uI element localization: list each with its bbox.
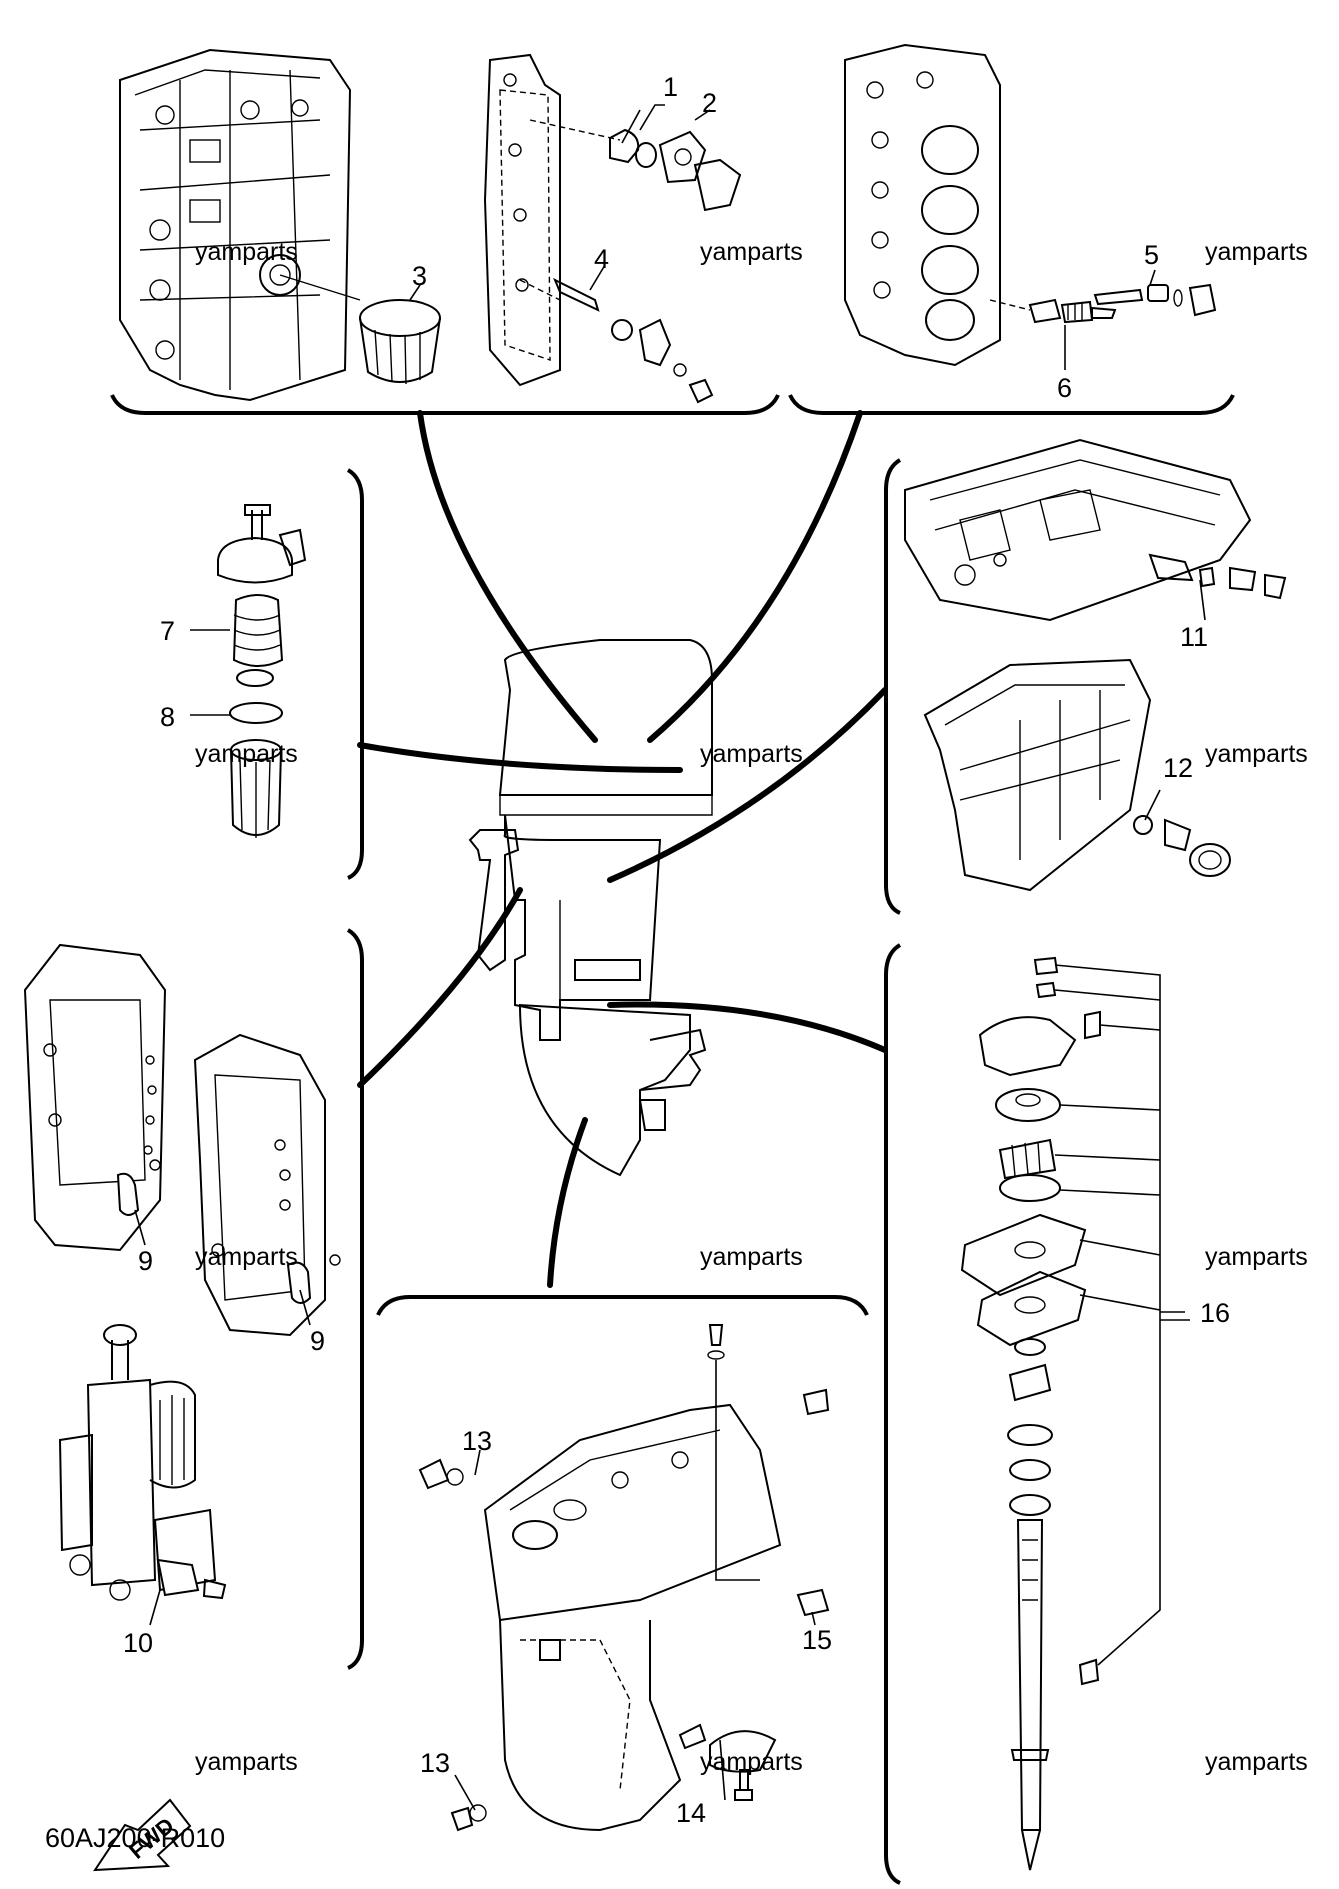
callout-5: 5 [1144, 240, 1159, 270]
callout-6: 6 [1057, 373, 1072, 403]
callout-9-b: 9 [310, 1326, 325, 1356]
fwd-arrow-icon [93, 1798, 192, 1872]
connector-line [547, 1117, 588, 1288]
power-tilt-unit-illustration [58, 1324, 227, 1601]
callout-3: 3 [412, 261, 427, 291]
cylinder-head-illustration [844, 43, 1031, 367]
callout-8: 8 [160, 702, 175, 732]
bracket-top-left [110, 394, 780, 415]
bracket-left-lower [346, 928, 364, 1670]
connector-line [417, 410, 598, 743]
lower-case-small-parts [418, 1324, 830, 1832]
thermo-switch-illustration [553, 277, 714, 404]
connector-line [607, 1001, 888, 1053]
watermark: yamparts [1205, 740, 1308, 768]
connector-line [357, 887, 523, 1088]
bracket-right-lower [884, 943, 902, 1885]
callout-13-b: 13 [420, 1748, 450, 1778]
watermark: yamparts [195, 740, 298, 768]
watermark: yamparts [1205, 1243, 1308, 1271]
watermark: yamparts [195, 1243, 298, 1271]
callout-13-a: 13 [462, 1426, 492, 1456]
callout-10: 10 [123, 1628, 153, 1658]
cylinder-block-illustration [119, 48, 361, 402]
clamp-bracket-left-illustration [23, 943, 167, 1252]
callout-leaders [134, 104, 1206, 1811]
bracket-right-upper [884, 458, 902, 915]
exhaust-cover-illustration [483, 53, 621, 387]
oil-pan-illustration [923, 658, 1231, 892]
bracket-top-right [788, 394, 1235, 415]
callout-14: 14 [676, 1798, 706, 1828]
callout-15: 15 [802, 1625, 832, 1655]
callout-1: 1 [663, 72, 678, 102]
watermark: yamparts [700, 1748, 803, 1776]
watermark: yamparts [700, 238, 803, 266]
outboard-motor-illustration [468, 639, 713, 1177]
watermark: yamparts [195, 1748, 298, 1776]
callout-2: 2 [702, 88, 717, 118]
diagram-code: 60AJ200-R010 [45, 1823, 225, 1853]
callout-11: 11 [1180, 622, 1208, 652]
temperature-sensor-illustration [1028, 283, 1217, 324]
connector-line [607, 687, 888, 883]
thermostat-assembly-illustration [609, 128, 742, 212]
watermark: yamparts [195, 238, 298, 266]
lower-case-illustration [483, 1388, 830, 1832]
callout-4: 4 [594, 244, 609, 274]
callout-16-leader-lines [1054, 964, 1190, 1666]
watermark: yamparts [1205, 238, 1308, 266]
clamp-bracket-right-illustration [193, 1033, 341, 1337]
bracket-left-upper [346, 468, 364, 880]
oil-filter-illustration [359, 299, 441, 385]
connector-line [357, 742, 683, 773]
bracket-bottom-center [376, 1295, 869, 1316]
callout-9-a: 9 [138, 1246, 153, 1276]
callout-7: 7 [160, 616, 175, 646]
watermark: yamparts [700, 1243, 803, 1271]
callout-16: 16 [1200, 1298, 1230, 1328]
watermark: yamparts [1205, 1748, 1308, 1776]
upper-case-illustration [904, 438, 1287, 622]
watermark: yamparts [700, 740, 803, 768]
callout-12: 12 [1163, 753, 1193, 783]
water-pump-illustration [960, 956, 1101, 1516]
connector-line [647, 410, 863, 743]
fuel-filter-illustration [217, 504, 307, 838]
drive-shaft-illustration [1010, 1519, 1100, 1871]
